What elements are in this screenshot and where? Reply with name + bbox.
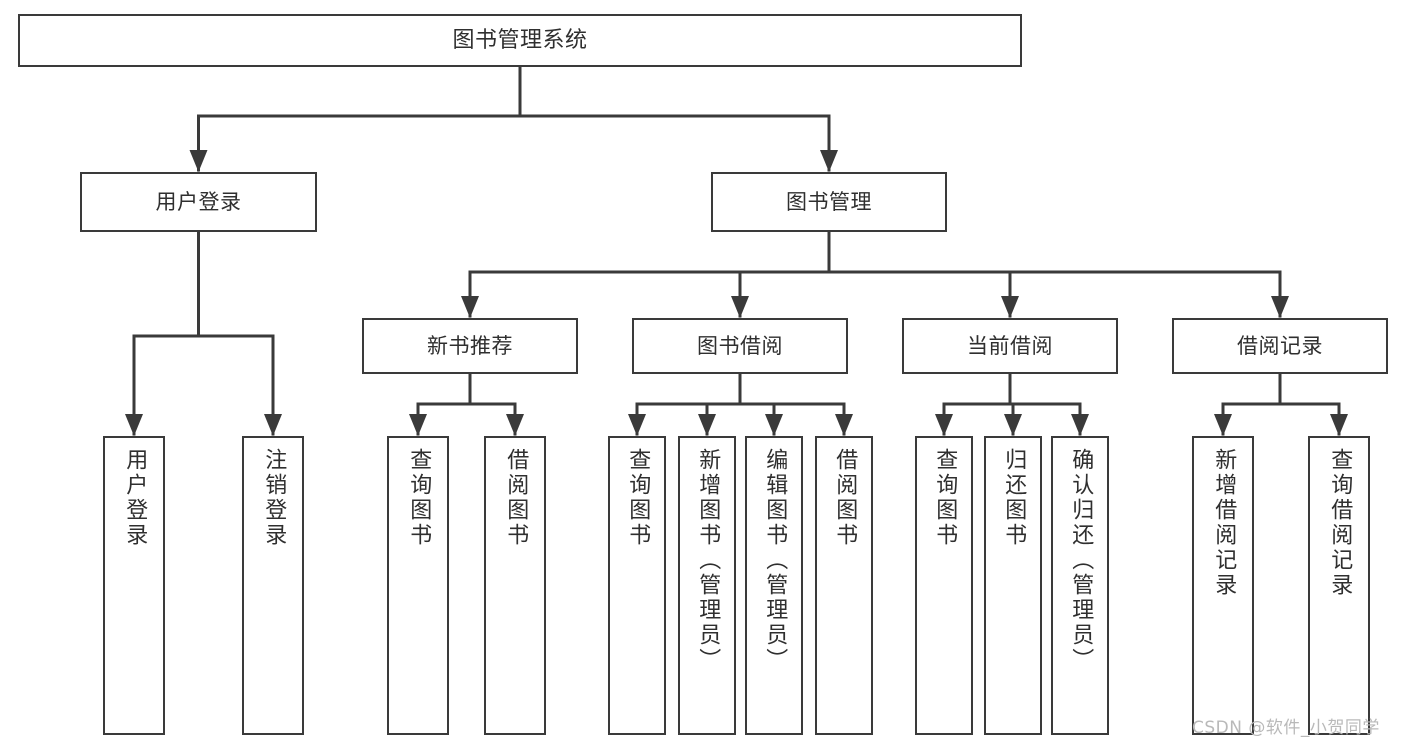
node-label-leaf-user-login: 用户登录 bbox=[122, 448, 148, 548]
node-label-leaf-add-record: 新增借阅记录 bbox=[1211, 448, 1237, 598]
edge-arrowhead-book-borrow-3 bbox=[835, 414, 853, 436]
node-leaf-add-record[interactable]: 新增借阅记录 bbox=[1192, 436, 1254, 735]
edge-arrowhead-current-borrow-1 bbox=[1004, 414, 1022, 436]
edge-arrowhead-user-login-0 bbox=[125, 414, 143, 436]
edge-arrowhead-book-manage-2 bbox=[1001, 296, 1019, 318]
node-leaf-borrow-book-2[interactable]: 借阅图书 bbox=[815, 436, 873, 735]
node-label-leaf-user-logout: 注销登录 bbox=[261, 448, 287, 548]
node-leaf-user-login[interactable]: 用户登录 bbox=[103, 436, 165, 735]
edge-arrowhead-root-1 bbox=[820, 150, 838, 172]
node-leaf-confirm-return[interactable]: 确认归还（管理员） bbox=[1051, 436, 1109, 735]
edge-arrowhead-new-book-rec-1 bbox=[506, 414, 524, 436]
edge-arrowhead-borrow-record-0 bbox=[1214, 414, 1232, 436]
node-book-borrow[interactable]: 图书借阅 bbox=[632, 318, 848, 374]
node-leaf-borrow-book-1[interactable]: 借阅图书 bbox=[484, 436, 546, 735]
edge-arrowhead-root-0 bbox=[189, 150, 208, 172]
edge-arrowhead-current-borrow-2 bbox=[1071, 414, 1089, 436]
node-label-new-book-rec: 新书推荐 bbox=[427, 333, 513, 358]
node-label-root: 图书管理系统 bbox=[452, 27, 588, 53]
node-label-leaf-edit-book: 编辑图书（管理员） bbox=[762, 448, 788, 673]
edge-arrowhead-book-borrow-1 bbox=[698, 414, 716, 436]
node-leaf-add-book[interactable]: 新增图书（管理员） bbox=[678, 436, 736, 735]
node-label-book-borrow: 图书借阅 bbox=[697, 333, 783, 358]
edge-arrowhead-book-manage-3 bbox=[1271, 296, 1289, 318]
node-leaf-query-record[interactable]: 查询借阅记录 bbox=[1308, 436, 1370, 735]
node-label-leaf-confirm-return: 确认归还（管理员） bbox=[1068, 448, 1094, 673]
edge-arrowhead-borrow-record-1 bbox=[1330, 414, 1348, 436]
node-new-book-rec[interactable]: 新书推荐 bbox=[362, 318, 578, 374]
node-user-login[interactable]: 用户登录 bbox=[80, 172, 317, 232]
node-leaf-user-logout[interactable]: 注销登录 bbox=[242, 436, 304, 735]
node-current-borrow[interactable]: 当前借阅 bbox=[902, 318, 1118, 374]
node-leaf-edit-book[interactable]: 编辑图书（管理员） bbox=[745, 436, 803, 735]
csdn-watermark: CSDN @软件_小贺同学 bbox=[1192, 718, 1380, 738]
node-label-leaf-query-book-1: 查询图书 bbox=[406, 448, 432, 548]
node-leaf-query-book-1[interactable]: 查询图书 bbox=[387, 436, 449, 735]
node-label-leaf-query-record: 查询借阅记录 bbox=[1327, 448, 1353, 598]
node-label-leaf-add-book: 新增图书（管理员） bbox=[695, 448, 721, 673]
node-label-leaf-borrow-book-1: 借阅图书 bbox=[503, 448, 529, 548]
node-label-book-manage: 图书管理 bbox=[786, 189, 872, 214]
node-label-leaf-query-book-2: 查询图书 bbox=[625, 448, 651, 548]
node-borrow-record[interactable]: 借阅记录 bbox=[1172, 318, 1388, 374]
edge-arrowhead-book-borrow-2 bbox=[765, 414, 783, 436]
node-leaf-return-book[interactable]: 归还图书 bbox=[984, 436, 1042, 735]
node-label-borrow-record: 借阅记录 bbox=[1237, 333, 1323, 358]
node-root[interactable]: 图书管理系统 bbox=[18, 14, 1022, 67]
node-leaf-query-book-3[interactable]: 查询图书 bbox=[915, 436, 973, 735]
edge-arrowhead-current-borrow-0 bbox=[935, 414, 953, 436]
node-label-user-login: 用户登录 bbox=[155, 189, 242, 214]
edge-arrowhead-user-login-1 bbox=[264, 414, 282, 436]
edge-arrowhead-book-borrow-0 bbox=[628, 414, 646, 436]
node-label-leaf-query-book-3: 查询图书 bbox=[932, 448, 958, 548]
edge-arrowhead-book-manage-0 bbox=[461, 296, 479, 318]
node-leaf-query-book-2[interactable]: 查询图书 bbox=[608, 436, 666, 735]
node-label-current-borrow: 当前借阅 bbox=[967, 333, 1053, 358]
node-book-manage[interactable]: 图书管理 bbox=[711, 172, 947, 232]
edge-arrowhead-book-manage-1 bbox=[731, 296, 749, 318]
node-label-leaf-return-book: 归还图书 bbox=[1001, 448, 1027, 548]
node-label-leaf-borrow-book-2: 借阅图书 bbox=[832, 448, 858, 548]
edge-arrowhead-new-book-rec-0 bbox=[409, 414, 427, 436]
